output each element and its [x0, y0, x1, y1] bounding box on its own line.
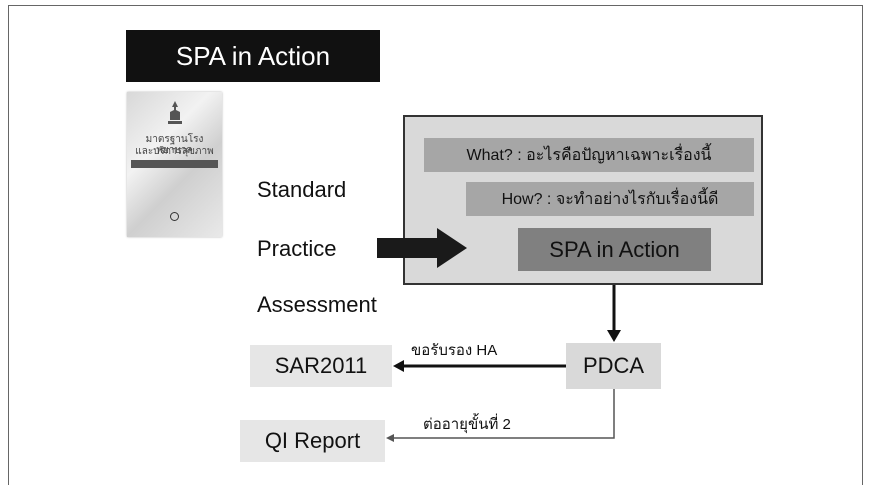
renewal-stage-2-label: ต่ออายุขั้นที่ 2	[423, 416, 511, 433]
pdca-to-sar-arrowhead	[393, 360, 404, 372]
spa-to-pdca-arrowhead	[607, 330, 621, 342]
spa-in-action-box: SPA in Action	[518, 228, 711, 271]
slide-title: SPA in Action	[126, 30, 380, 82]
standard-label: Standard	[257, 177, 347, 202]
assessment-label: Assessment	[257, 292, 377, 317]
sar2011-box: SAR2011	[250, 345, 392, 387]
pdca-box: PDCA	[566, 343, 661, 389]
book-subtitle-band	[131, 160, 218, 168]
practice-label: Practice	[257, 236, 337, 261]
book-title-line-1: มาตรฐานโรงพยาบาล	[145, 134, 204, 156]
request-ha-label: ขอรับรอง HA	[411, 342, 498, 359]
pdca-to-qi-line	[392, 389, 615, 439]
seal-icon	[170, 212, 179, 221]
how-question-box: How? : จะทำอย่างไรกับเรื่องนี้ดี	[466, 182, 754, 216]
book-title-line-2: และบริการสุขภาพ	[135, 146, 214, 157]
slide-frame	[8, 5, 863, 485]
what-question-box: What? : อะไรคือปัญหาเฉพาะเรื่องนี้	[424, 138, 754, 172]
royal-emblem-icon	[168, 101, 182, 124]
practice-arrow	[377, 228, 467, 268]
standards-book-cover: มาตรฐานโรงพยาบาล และบริการสุขภาพ	[127, 92, 222, 237]
pdca-to-qi-arrowhead	[386, 434, 394, 442]
qi-report-box: QI Report	[240, 420, 385, 462]
